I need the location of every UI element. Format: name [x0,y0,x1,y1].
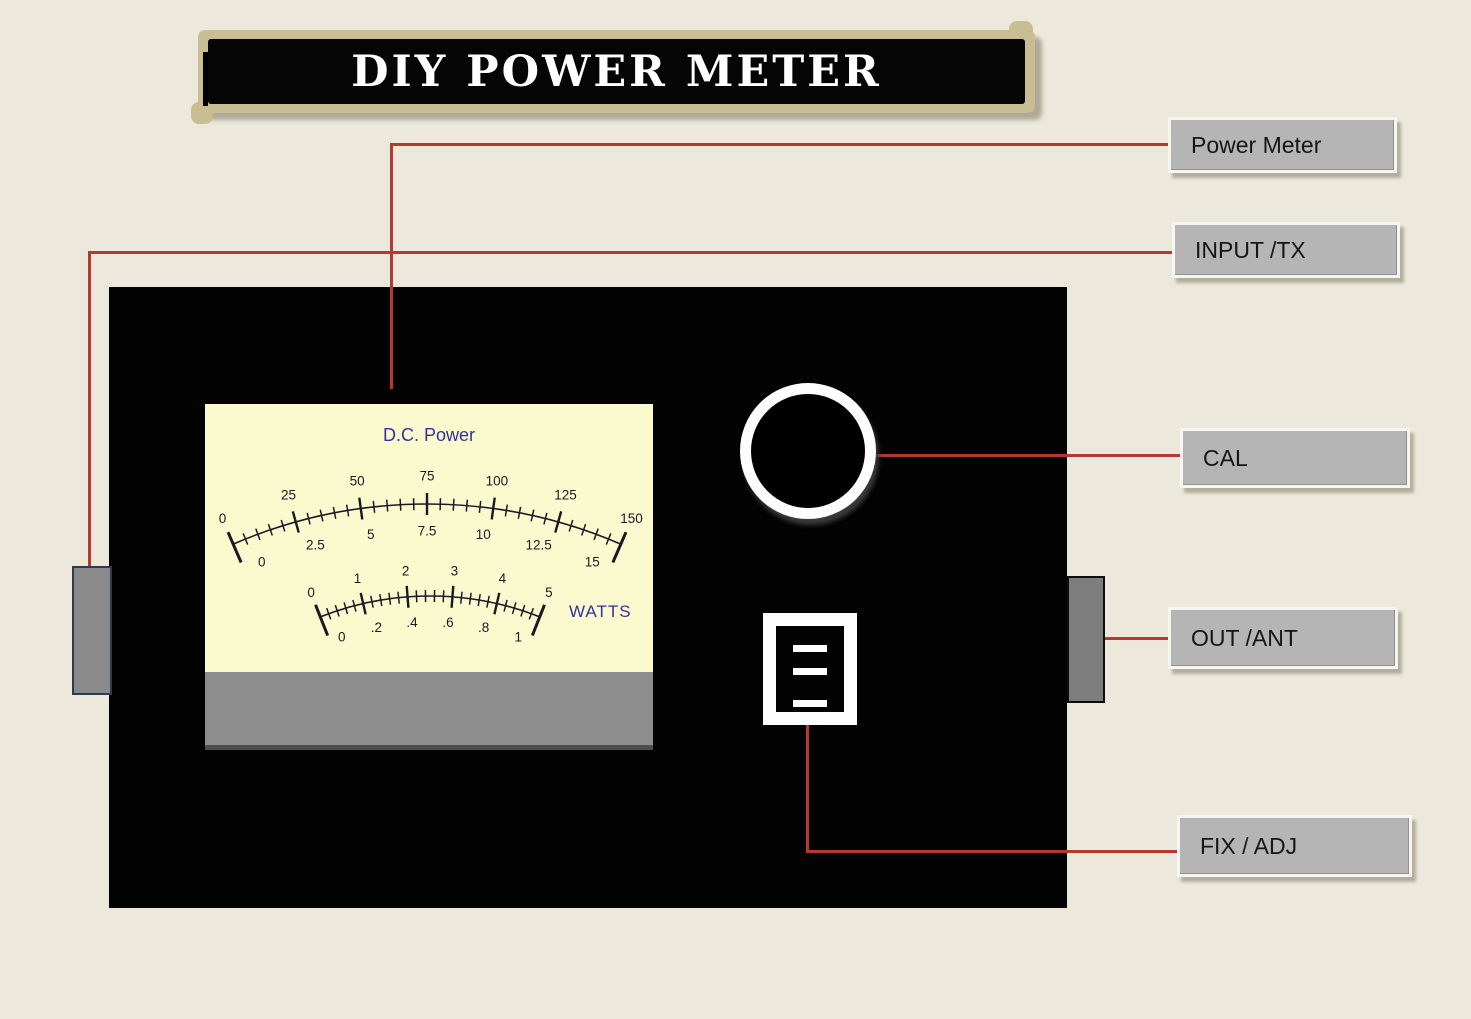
cal-knob[interactable] [740,383,876,519]
svg-text:75: 75 [419,469,434,484]
wire-input-tx-horizontal [88,251,1180,254]
svg-text:4: 4 [499,571,507,586]
switch-stripe [793,700,827,707]
callout-label: INPUT /TX [1195,236,1306,263]
callout-label: Power Meter [1191,131,1322,158]
banner-corner-tab-top [1009,21,1033,39]
svg-text:0: 0 [219,511,227,526]
svg-text:7.5: 7.5 [418,524,437,539]
svg-text:.2: .2 [371,620,382,635]
svg-text:25: 25 [281,488,296,503]
svg-text:1: 1 [354,571,362,586]
svg-text:0: 0 [258,554,266,569]
title-banner: DIY POWER METER [191,21,1035,124]
svg-text:.8: .8 [478,620,489,635]
wire-power-meter-vertical [390,143,393,389]
wire-out-ant [1103,637,1173,640]
svg-text:.4: .4 [406,615,418,630]
callout-power-meter: Power Meter [1168,117,1397,173]
out-ant-connector [1067,576,1105,703]
svg-text:3: 3 [451,563,459,578]
wire-fix-adj-vertical [806,724,809,853]
svg-text:0: 0 [307,585,315,600]
svg-text:.6: .6 [442,615,453,630]
callout-fix-adj: FIX / ADJ [1177,815,1412,877]
svg-text:10: 10 [476,527,491,542]
meter-lower-bezel [205,672,653,750]
svg-text:2: 2 [402,563,410,578]
svg-text:150: 150 [620,511,643,526]
svg-text:125: 125 [554,488,577,503]
wire-fix-adj-horizontal [806,850,1181,853]
svg-text:0: 0 [338,629,346,644]
switch-stripe [793,668,827,675]
svg-text:15: 15 [585,554,600,569]
callout-label: FIX / ADJ [1200,832,1298,859]
callout-label: CAL [1203,444,1248,471]
callout-out-ant: OUT /ANT [1168,607,1398,669]
page-title: DIY POWER METER [351,46,882,97]
svg-text:12.5: 12.5 [525,537,551,552]
svg-text:5: 5 [367,527,375,542]
banner-corner-tab-bottom [191,102,213,124]
svg-text:2.5: 2.5 [306,537,325,552]
callout-input-tx: INPUT /TX [1172,222,1400,278]
input-tx-connector [72,566,112,695]
meter-unit-label: WATTS [569,602,632,621]
svg-text:50: 50 [350,473,365,488]
switch-stripe [793,645,827,652]
wire-power-meter-horizontal [390,143,1180,146]
callout-cal: CAL [1180,428,1410,488]
wire-input-tx-vertical [88,251,91,567]
fix-adj-toggle-switch[interactable] [763,613,857,725]
callout-label: OUT /ANT [1191,624,1298,651]
svg-text:5: 5 [545,585,553,600]
banner-pin [203,52,208,106]
wire-cal [874,454,1184,457]
meter-title: D.C. Power [382,425,476,445]
banner-plate: DIY POWER METER [208,39,1025,104]
svg-text:100: 100 [486,473,509,488]
svg-text:1: 1 [515,629,523,644]
